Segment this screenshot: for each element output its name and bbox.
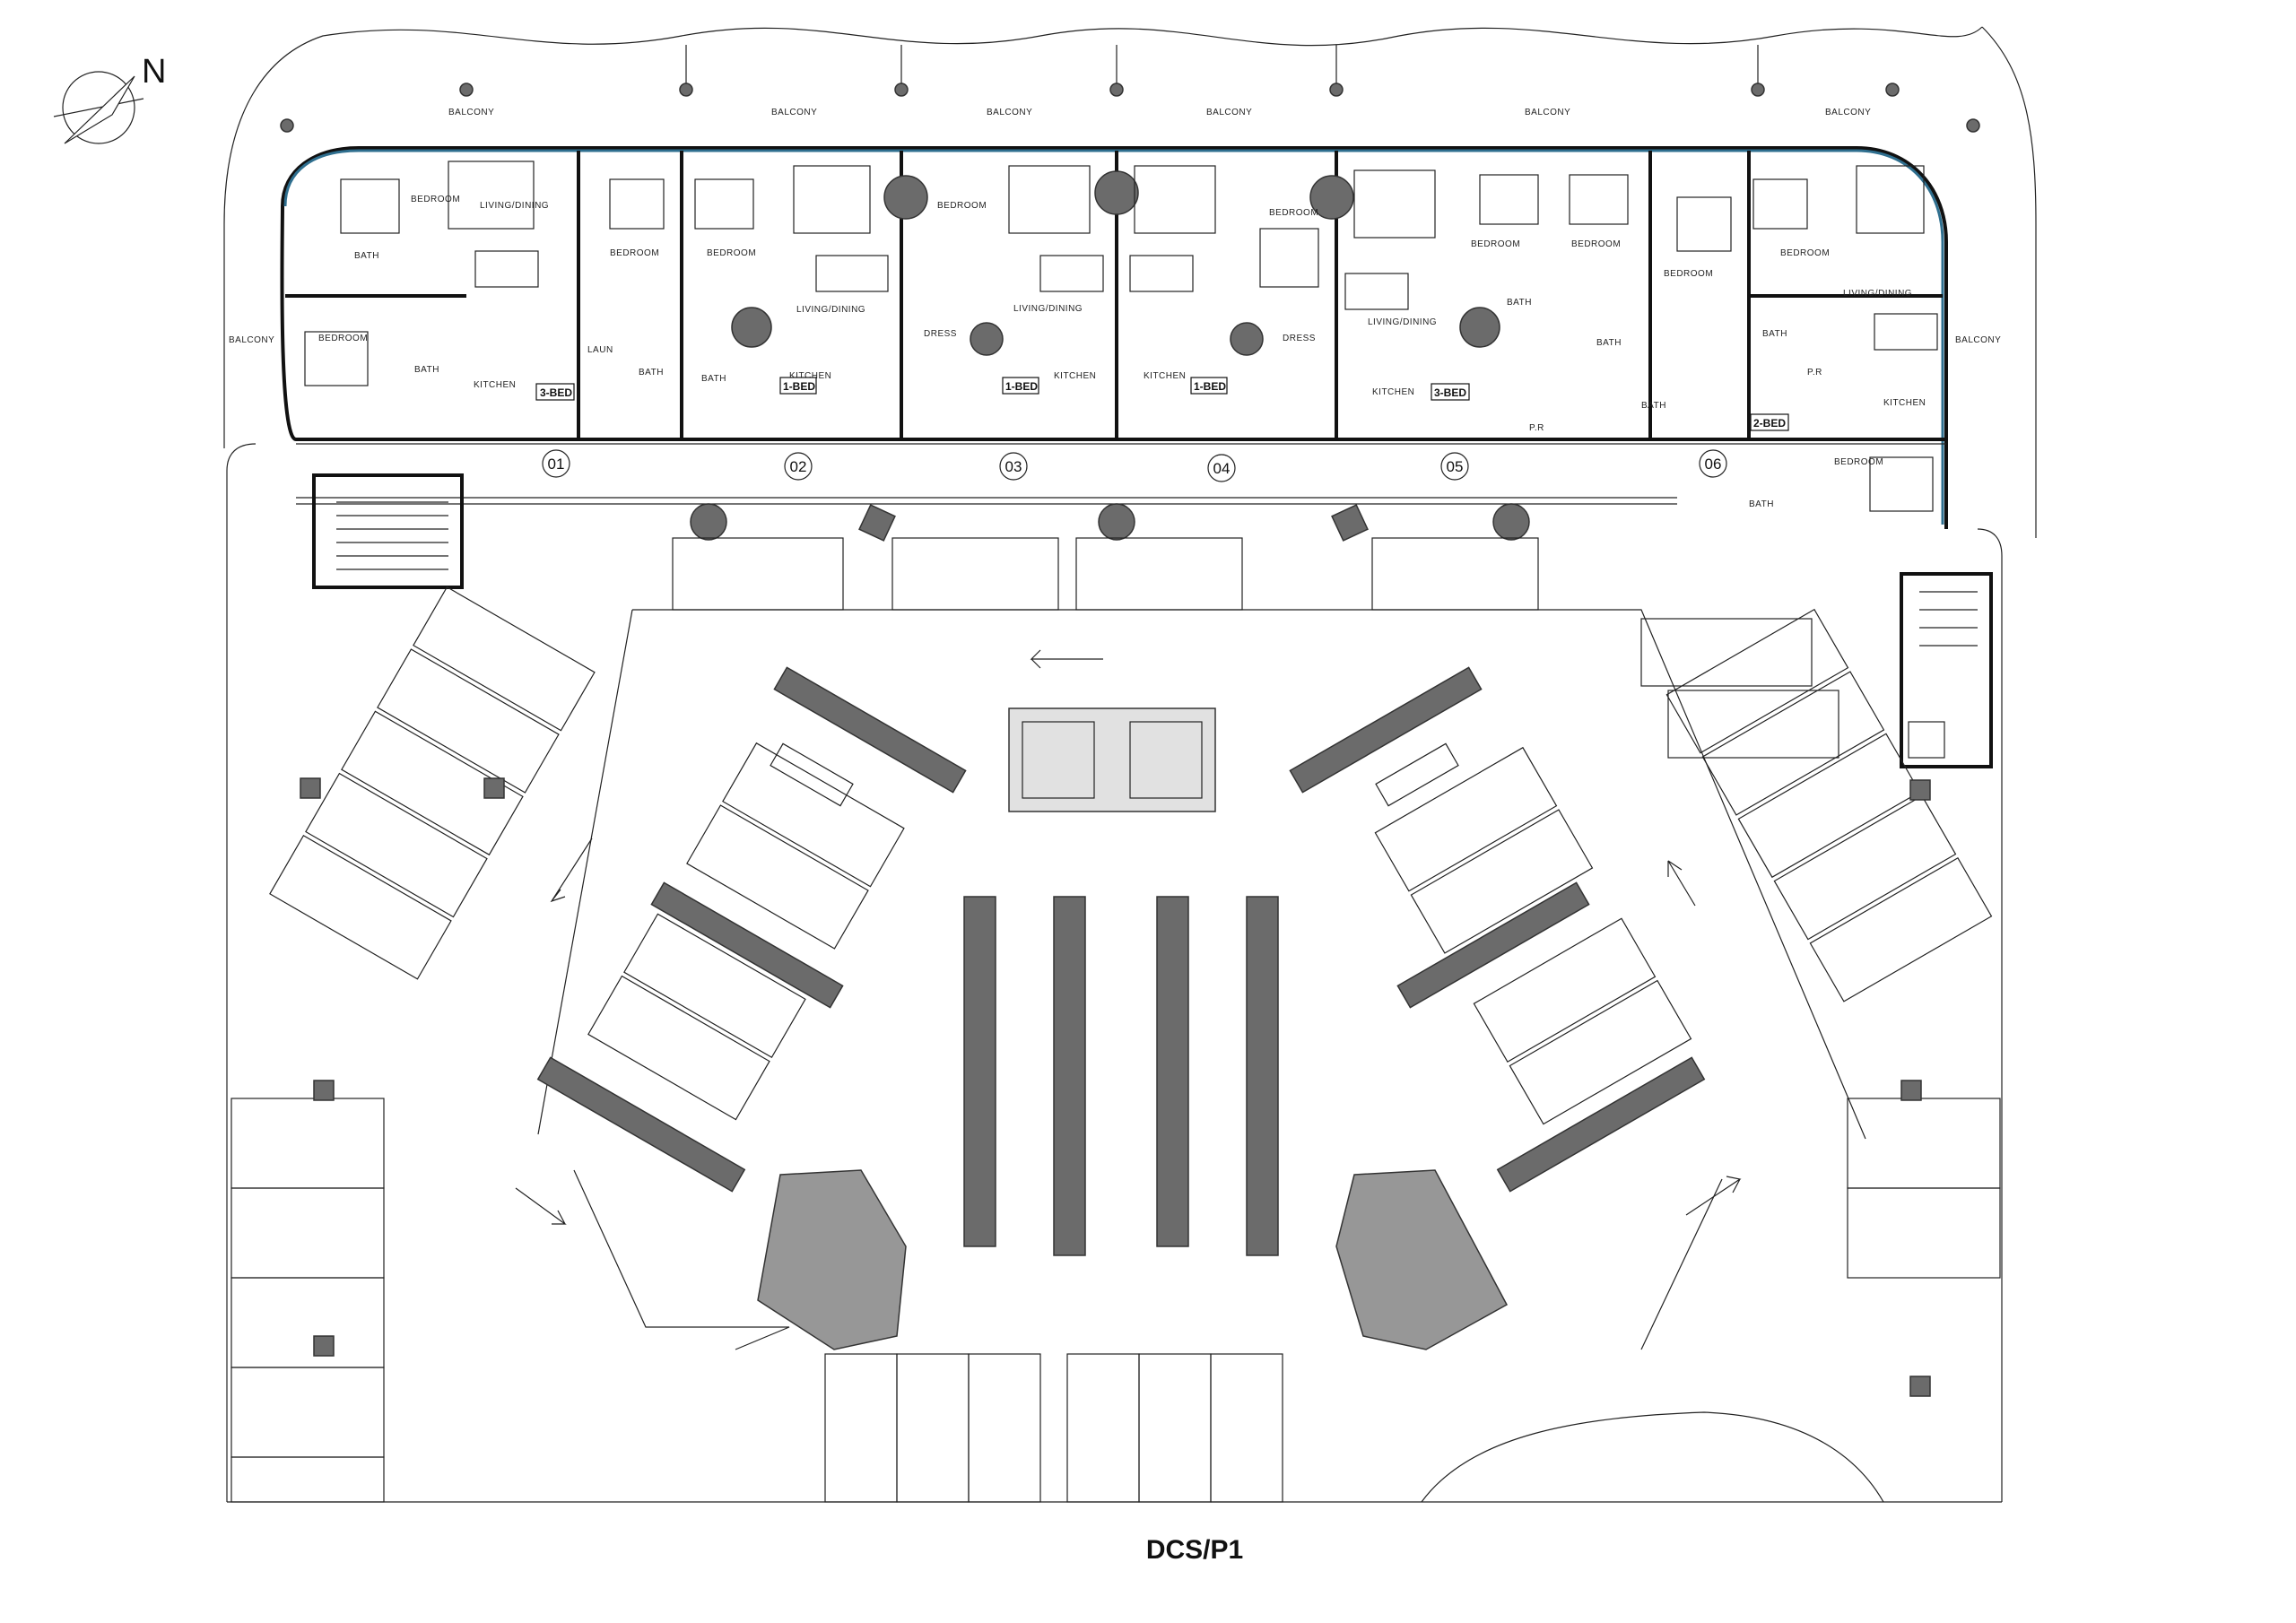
room-label: LIVING/DINING bbox=[796, 305, 865, 315]
unit-number: 03 bbox=[1005, 458, 1022, 475]
parking-walls bbox=[536, 666, 1706, 1193]
stair-core-east bbox=[1335, 1169, 1509, 1350]
balcony-posts bbox=[280, 45, 1980, 133]
room-label: BATH bbox=[1641, 401, 1666, 411]
room-label: BEDROOM bbox=[1834, 457, 1883, 467]
unit-number: 05 bbox=[1447, 458, 1464, 475]
plan-title: DCS/P1 bbox=[1145, 1535, 1244, 1565]
stair-east bbox=[1900, 572, 1993, 768]
unit-type-tag: 3-BED bbox=[1434, 386, 1466, 399]
room-label: BATH bbox=[1596, 338, 1622, 348]
room-label: KITCHEN bbox=[1144, 371, 1186, 381]
parking-bays-west bbox=[230, 1098, 2001, 1503]
room-label: BEDROOM bbox=[610, 248, 659, 258]
room-label: BATH bbox=[1507, 298, 1532, 308]
room-label: BEDROOM bbox=[1269, 208, 1318, 218]
room-label: BEDROOM bbox=[1780, 248, 1830, 258]
balcony-label: BALCONY bbox=[1955, 335, 2001, 345]
room-label: BATH bbox=[354, 251, 379, 261]
room-label: KITCHEN bbox=[1372, 387, 1414, 397]
stair-west bbox=[312, 473, 464, 589]
balcony-label: BALCONY bbox=[987, 108, 1032, 117]
square-columns bbox=[300, 777, 1931, 1397]
balcony-label: BALCONY bbox=[1206, 108, 1252, 117]
room-label: BATH bbox=[639, 368, 664, 378]
unit-number: 06 bbox=[1705, 456, 1722, 473]
unit-type-tag: 1-BED bbox=[1194, 380, 1226, 393]
core-east bbox=[1156, 896, 1279, 1256]
unit-type-tag: 1-BED bbox=[783, 380, 815, 393]
room-label: KITCHEN bbox=[1054, 371, 1096, 381]
north-label: N bbox=[142, 53, 166, 91]
room-label: BATH bbox=[1762, 329, 1787, 339]
room-label: BEDROOM bbox=[1664, 269, 1713, 279]
room-label: LAUN bbox=[587, 345, 613, 355]
accessible-parking-hatch bbox=[770, 742, 1459, 807]
balcony-label: BALCONY bbox=[229, 335, 274, 345]
room-label: BEDROOM bbox=[1471, 239, 1520, 249]
room-label: LIVING/DINING bbox=[1013, 304, 1083, 314]
balcony-label: BALCONY bbox=[448, 108, 494, 117]
stair-core-west bbox=[757, 1169, 907, 1350]
unit-type-tags: 3-BED 1-BED 1-BED 1-BED 3-BED 2-BED bbox=[535, 377, 1789, 431]
room-label: P.R bbox=[1807, 368, 1822, 378]
room-label: BEDROOM bbox=[937, 201, 987, 211]
structural-columns bbox=[731, 170, 1500, 356]
north-arrow: N bbox=[53, 53, 166, 144]
corridor bbox=[296, 497, 1677, 542]
room-label: KITCHEN bbox=[1883, 398, 1926, 408]
balcony-label: BALCONY bbox=[1825, 108, 1871, 117]
room-label: BEDROOM bbox=[707, 248, 756, 258]
room-label: BATH bbox=[701, 374, 726, 384]
room-labels: BEDROOM BATH LIVING/DINING BEDROOM BATH … bbox=[318, 195, 1926, 509]
room-label: KITCHEN bbox=[474, 380, 516, 390]
unit-numbers: 01 02 03 04 05 06 bbox=[542, 449, 1727, 482]
traffic-arrows bbox=[515, 649, 1742, 1225]
drive-aisle bbox=[537, 609, 1866, 1350]
room-label: BEDROOM bbox=[1571, 239, 1621, 249]
balcony-label: BALCONY bbox=[771, 108, 817, 117]
unit-type-tag: 2-BED bbox=[1753, 417, 1786, 430]
room-label: BATH bbox=[1749, 499, 1774, 509]
unit-type-tag: 3-BED bbox=[540, 386, 572, 399]
unit-number: 02 bbox=[790, 458, 807, 475]
residential-block: BALCONY BALCONY BALCONY BALCONY BALCONY … bbox=[229, 45, 2001, 529]
unit-number: 01 bbox=[548, 456, 565, 473]
core-west bbox=[963, 707, 1216, 1256]
room-label: P.R bbox=[1529, 423, 1544, 433]
room-label: BEDROOM bbox=[318, 334, 368, 343]
parking-bays-south bbox=[824, 1353, 1884, 1503]
unit-number: 04 bbox=[1213, 460, 1231, 477]
room-label: LIVING/DINING bbox=[1843, 289, 1912, 299]
room-label: LIVING/DINING bbox=[1368, 317, 1437, 327]
parking-bays-north bbox=[672, 537, 1539, 611]
room-label: BATH bbox=[414, 365, 439, 375]
room-label: KITCHEN bbox=[789, 371, 831, 381]
room-label: LIVING/DINING bbox=[480, 201, 549, 211]
parking-bays-angled bbox=[269, 586, 1993, 1125]
room-label: DRESS bbox=[924, 329, 957, 339]
furniture bbox=[304, 161, 1938, 512]
room-label: DRESS bbox=[1283, 334, 1316, 343]
unit-type-tag: 1-BED bbox=[1005, 380, 1038, 393]
room-label: BEDROOM bbox=[411, 195, 460, 204]
balcony-label: BALCONY bbox=[1525, 108, 1570, 117]
